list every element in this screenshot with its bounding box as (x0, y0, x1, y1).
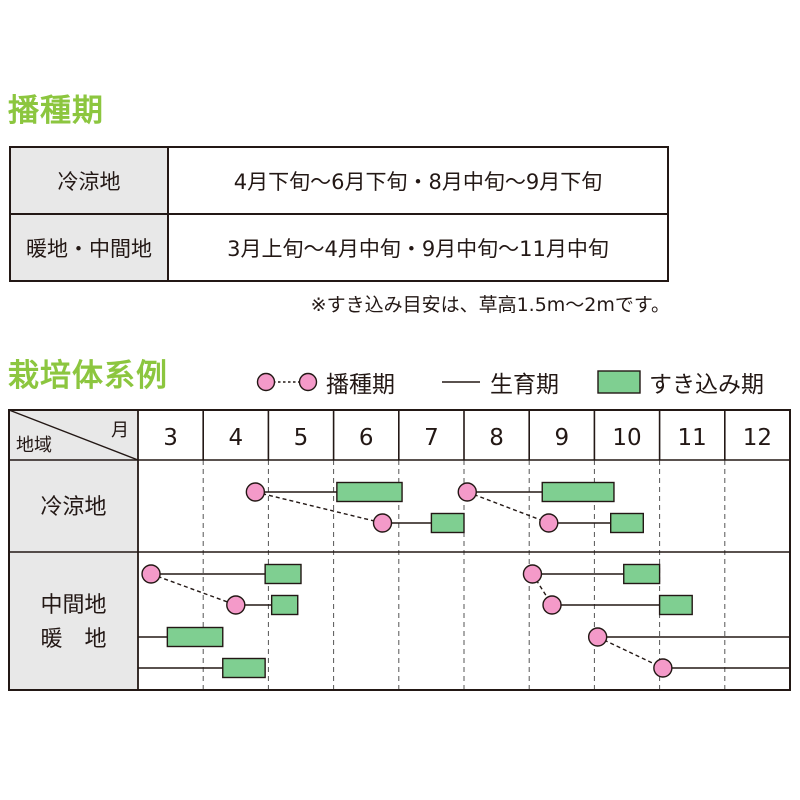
plowing-bar (270, 594, 299, 616)
plowing-bar (222, 657, 266, 679)
plowing-note: ※すき込み目安は、草高1.5m〜2mです。 (310, 294, 670, 316)
plowing-bar (336, 481, 403, 503)
sowing-marker-icon (256, 372, 318, 392)
label-column-background (9, 410, 138, 690)
region-label: 冷涼地 (40, 495, 106, 520)
table-row: 冷涼地 4月下旬〜6月下旬・8月中旬〜9月下旬 (9, 146, 669, 215)
chart-border (8, 409, 791, 691)
sowing-period-table: 冷涼地 4月下旬〜6月下旬・8月中旬〜9月下旬 暖地・中間地 3月上旬〜4月中旬… (9, 146, 669, 282)
corner-region-label: 地域 (16, 435, 52, 456)
region-label: 暖 地 (40, 627, 106, 652)
legend-item-sowing: 播種期 (256, 366, 395, 398)
sowing-marker (542, 595, 562, 615)
sowing-marker (653, 658, 673, 678)
legend-item-growing: 生育期 (440, 366, 559, 398)
sowing-link (467, 491, 550, 524)
region-cell: 暖地・中間地 (9, 213, 169, 282)
table-row: 暖地・中間地 3月上旬〜4月中旬・9月中旬〜11月中旬 (9, 213, 669, 282)
sowing-marker (141, 564, 161, 584)
sowing-link (597, 636, 664, 669)
cultivation-chart-title: 栽培体系例 (8, 358, 168, 394)
month-label: 9 (554, 425, 569, 451)
month-label: 5 (294, 425, 309, 451)
month-label: 7 (424, 425, 439, 451)
period-cell: 4月下旬〜6月下旬・8月中旬〜9月下旬 (167, 146, 669, 215)
month-label: 6 (359, 425, 374, 451)
period-cell: 3月上旬〜4月中旬・9月中旬〜11月中旬 (167, 213, 669, 282)
plowing-bar (610, 512, 645, 534)
plowing-bar (623, 563, 661, 585)
sowing-marker (245, 482, 266, 502)
legend-label: すき込み期 (649, 372, 764, 398)
sowing-marker (457, 482, 477, 502)
plowing-bar (430, 512, 465, 534)
sowing-marker (587, 627, 608, 647)
month-label: 10 (612, 425, 641, 451)
sowing-marker (522, 564, 543, 584)
region-label: 中間地 (40, 593, 106, 618)
corner-month-label: 月 (111, 420, 129, 441)
plowing-bar-icon (597, 370, 641, 394)
plowing-bar (166, 626, 224, 648)
plowing-bar (541, 481, 615, 503)
legend-label: 播種期 (326, 372, 395, 398)
region-cell: 冷涼地 (9, 146, 169, 215)
legend-label: 生育期 (490, 372, 559, 398)
month-label: 12 (743, 425, 772, 451)
month-label: 11 (678, 425, 707, 451)
sowing-link (150, 573, 237, 606)
month-label: 3 (163, 425, 178, 451)
legend-item-plowing: すき込み期 (597, 366, 764, 398)
sowing-marker (226, 595, 246, 615)
corner-diagonal (8, 409, 139, 461)
month-label: 4 (228, 425, 243, 451)
growth-line-icon (442, 381, 480, 383)
plowing-bar (264, 563, 302, 585)
sowing-period-heading: 播種期 (8, 93, 104, 129)
sowing-marker (372, 513, 393, 533)
sowing-link (255, 491, 383, 524)
plowing-bar (658, 594, 693, 616)
sowing-marker (539, 513, 559, 533)
month-label: 8 (489, 425, 504, 451)
